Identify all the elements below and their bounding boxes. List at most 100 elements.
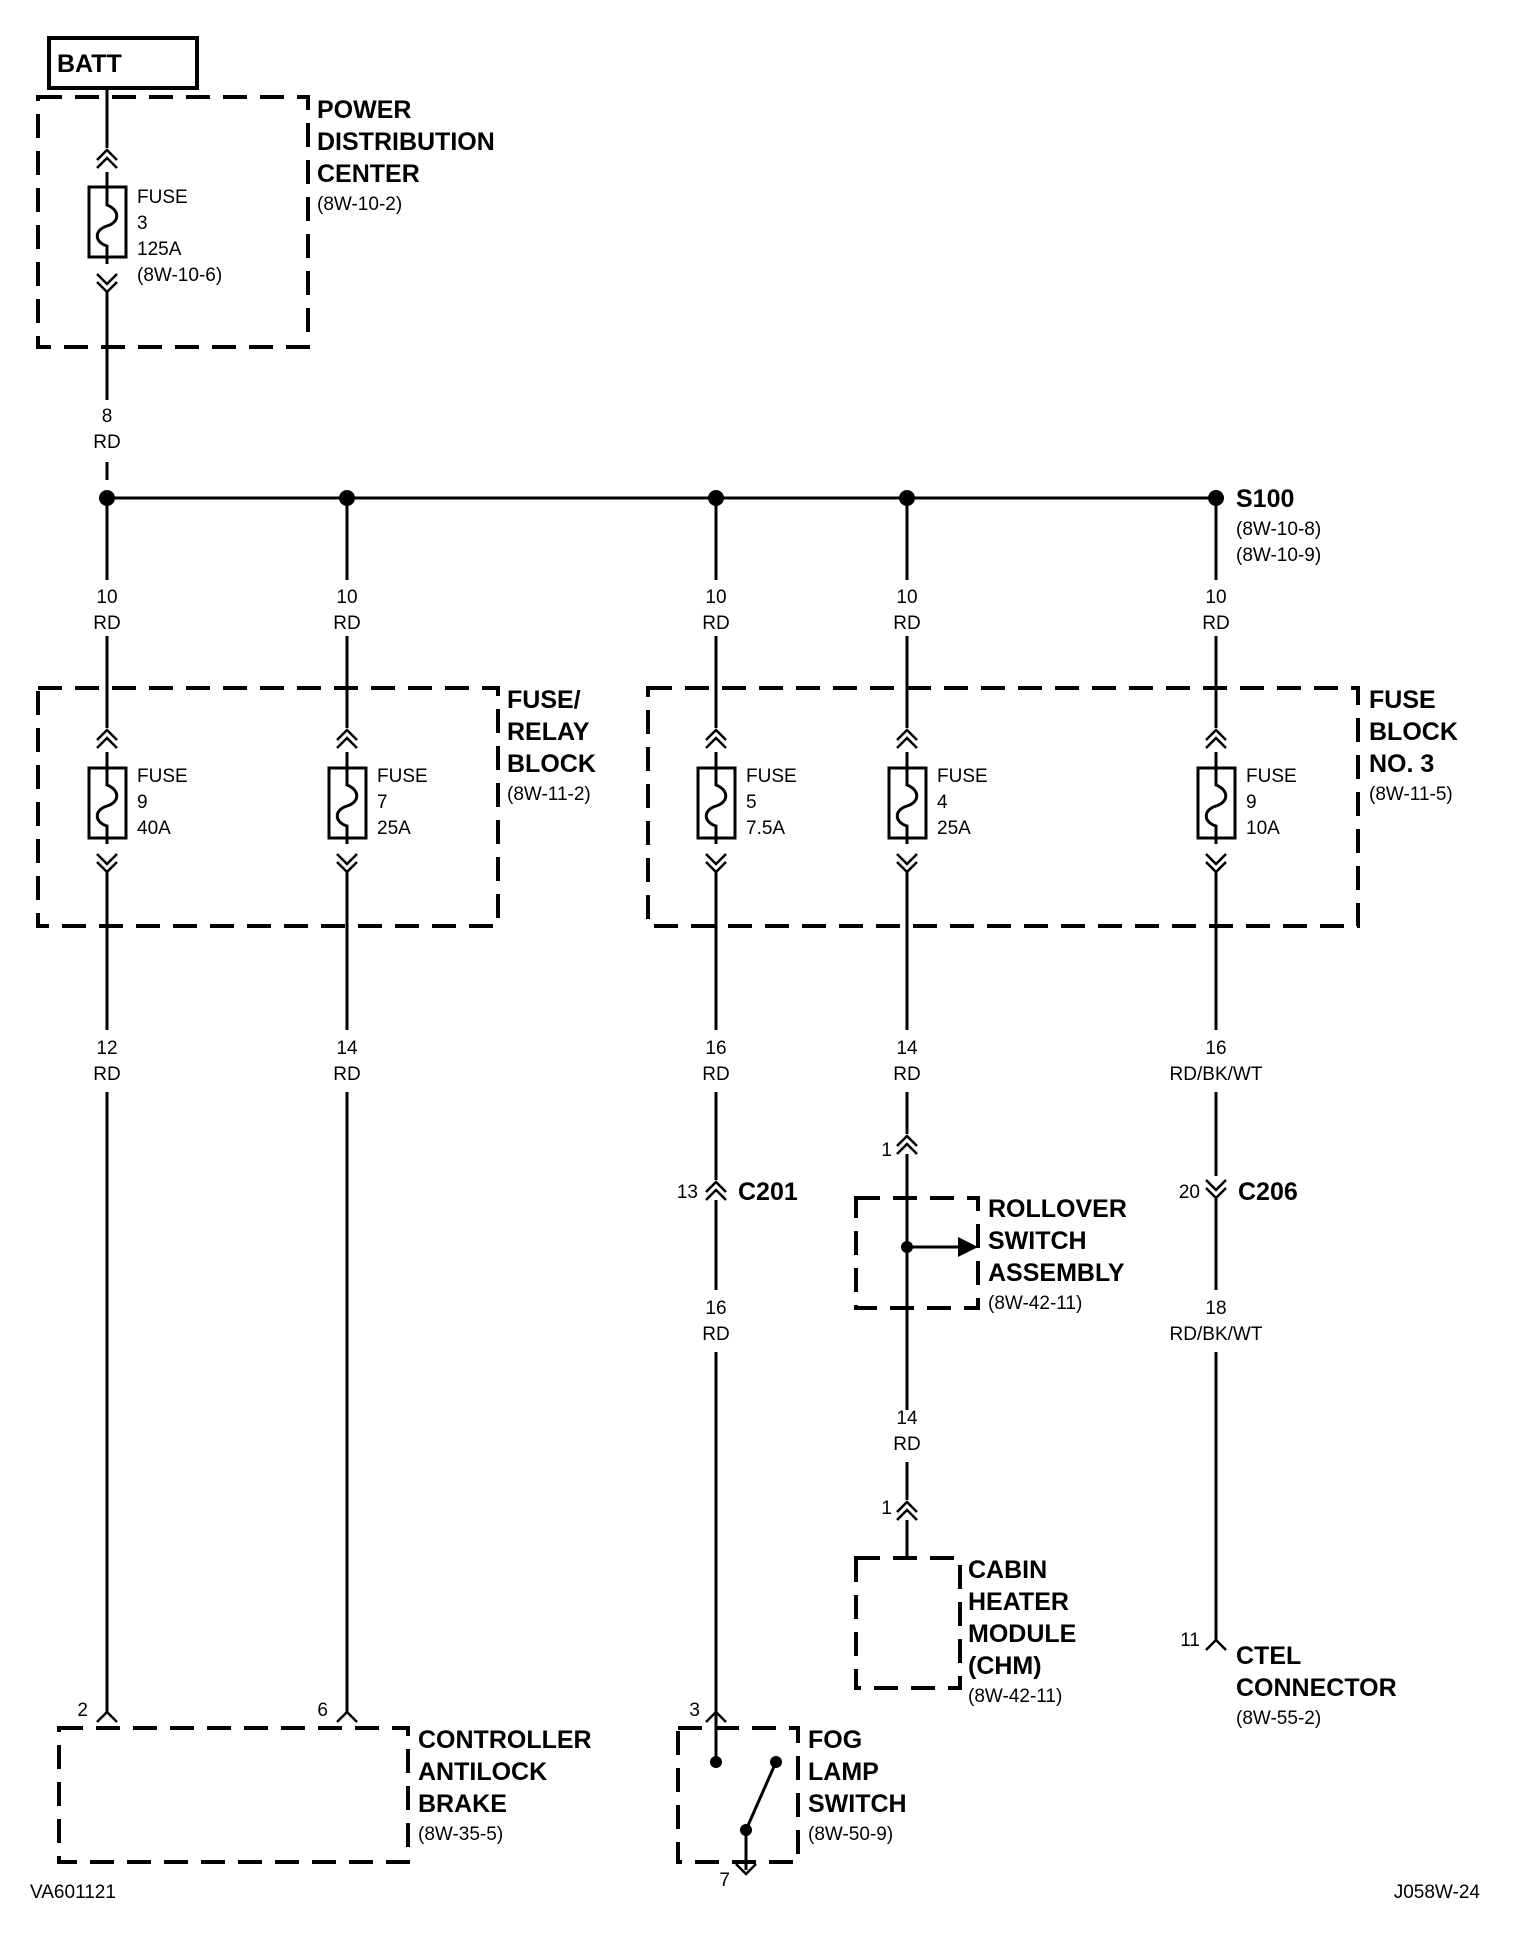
rollover-label-1: ROLLOVER: [988, 1195, 1127, 1223]
pdc-box: [36, 95, 310, 349]
fuse-block-3-box: [646, 686, 1360, 928]
output-wires: [105, 872, 1218, 1030]
rollover-pin: 1: [881, 1140, 892, 1161]
out-wire-2-color: RD: [333, 1064, 360, 1085]
footer-left-code: VA601121: [30, 1882, 116, 1903]
feed-wires: [105, 498, 1218, 728]
fuse-b-label: FUSE: [377, 766, 428, 787]
feed-wire-2-gauge: 10: [336, 587, 357, 608]
chm-label-2: HEATER: [968, 1588, 1069, 1616]
wire-c201-out-color: RD: [702, 1324, 729, 1345]
rollover-connector: [896, 1134, 918, 1155]
fuse-c-number: 5: [746, 792, 757, 813]
fuse-e-amp: 10A: [1246, 818, 1280, 839]
ctel-pin: 11: [1180, 1630, 1200, 1651]
out-wire-1-color: RD: [93, 1064, 120, 1085]
out-wire-5-gauge: 16: [1205, 1038, 1226, 1059]
fuse-4-25a: [887, 728, 928, 874]
cab-pin-6: 6: [317, 1700, 328, 1721]
chm-box: [854, 1556, 962, 1690]
rollover-label-3: ASSEMBLY: [988, 1259, 1125, 1287]
fuse-block-3-label-2: BLOCK: [1369, 718, 1458, 746]
fuse-a-amp: 40A: [137, 818, 171, 839]
wire-c201-out-gauge: 16: [705, 1298, 726, 1319]
splice-ref-2: (8W-10-9): [1236, 545, 1321, 566]
c206-pin: 20: [1179, 1182, 1200, 1203]
feed-wire-2-color: RD: [333, 613, 360, 634]
fuse-9-10a: [1196, 728, 1237, 874]
feed-wire-3-gauge: 10: [705, 587, 726, 608]
fuse-3-amp: 125A: [137, 239, 182, 260]
cab-box: [57, 1726, 410, 1864]
wire-main-color: RD: [93, 432, 120, 453]
cab-label-3: BRAKE: [418, 1790, 507, 1818]
cab-pin-2: 2: [77, 1700, 88, 1721]
fuse-a-label: FUSE: [137, 766, 188, 787]
fog-label-1: FOG: [808, 1726, 862, 1754]
wire-rollover-out-gauge: 14: [896, 1408, 918, 1429]
pdc-ref: (8W-10-2): [317, 194, 402, 215]
relay-block-ref: (8W-11-2): [507, 784, 591, 805]
wire-main-gauge: 8: [102, 406, 113, 427]
cab-label-2: ANTILOCK: [418, 1758, 547, 1786]
c206-name: C206: [1238, 1178, 1298, 1206]
fog-pin-out: 7: [719, 1870, 730, 1891]
ctel-label-1: CTEL: [1236, 1642, 1301, 1670]
chm-label-4: (CHM): [968, 1652, 1042, 1680]
feed-wire-5-gauge: 10: [1205, 587, 1226, 608]
feed-wire-1-color: RD: [93, 613, 120, 634]
fuse-9-40a: [87, 728, 128, 874]
feed-wire-3-color: RD: [702, 613, 729, 634]
connector-fuse3-top: [96, 148, 118, 169]
fuse-3-number: 3: [137, 213, 148, 234]
fog-label-3: SWITCH: [808, 1790, 907, 1818]
out-wire-4-color: RD: [893, 1064, 920, 1085]
fuse-c-label: FUSE: [746, 766, 797, 787]
footer-right-code: J058W-24: [1394, 1882, 1481, 1903]
fog-pin7-connector: [735, 1863, 757, 1876]
fog-switch-box: [676, 1726, 800, 1864]
relay-block-label-1: FUSE/: [507, 686, 581, 714]
fuse-a-number: 9: [137, 792, 148, 813]
cab-pin2-connector: [96, 1710, 118, 1723]
cab-label-1: CONTROLLER: [418, 1726, 592, 1754]
out-wire-4-gauge: 14: [896, 1038, 918, 1059]
chm-pin: 1: [881, 1498, 892, 1519]
c201-connector: [705, 1180, 727, 1201]
fuse-relay-block-box: [36, 686, 500, 928]
fuse-b-number: 7: [377, 792, 388, 813]
fog-label-2: LAMP: [808, 1758, 879, 1786]
pdc-label-1: POWER: [317, 96, 411, 124]
fuse-d-label: FUSE: [937, 766, 988, 787]
chm-label-3: MODULE: [968, 1620, 1076, 1648]
connector-fuse3-bottom: [96, 273, 118, 294]
fuse-7-25a: [327, 728, 368, 874]
out-wire-3-color: RD: [702, 1064, 729, 1085]
c201-pin: 13: [677, 1182, 698, 1203]
fog-switch-contact-1: [710, 1756, 722, 1768]
fuse-block-3-label-3: NO. 3: [1369, 750, 1434, 778]
pdc-label-3: CENTER: [317, 160, 420, 188]
fuse-5-7-5a: [696, 728, 737, 874]
fuse-c-amp: 7.5A: [746, 818, 785, 839]
fog-switch-blade: [744, 1761, 778, 1831]
out-wire-5-color: RD/BK/WT: [1170, 1064, 1263, 1085]
splice-name: S100: [1236, 485, 1294, 513]
chm-label-1: CABIN: [968, 1556, 1047, 1584]
c201-name: C201: [738, 1178, 798, 1206]
cab-ref: (8W-35-5): [418, 1824, 503, 1845]
fog-ref: (8W-50-9): [808, 1824, 893, 1845]
chm-ref: (8W-42-11): [968, 1686, 1062, 1707]
cab-pin6-connector: [336, 1710, 358, 1723]
wire-c206-out-gauge: 18: [1205, 1298, 1226, 1319]
ctel-label-2: CONNECTOR: [1236, 1674, 1397, 1702]
splice-ref-1: (8W-10-8): [1236, 519, 1321, 540]
fuse-3-element: [95, 172, 119, 264]
fuse-e-label: FUSE: [1246, 766, 1297, 787]
pdc-label-2: DISTRIBUTION: [317, 128, 495, 156]
fuse-d-number: 4: [937, 792, 948, 813]
fuse-3-label: FUSE: [137, 187, 188, 208]
relay-block-label-2: RELAY: [507, 718, 590, 746]
chm-connector: [896, 1500, 918, 1521]
